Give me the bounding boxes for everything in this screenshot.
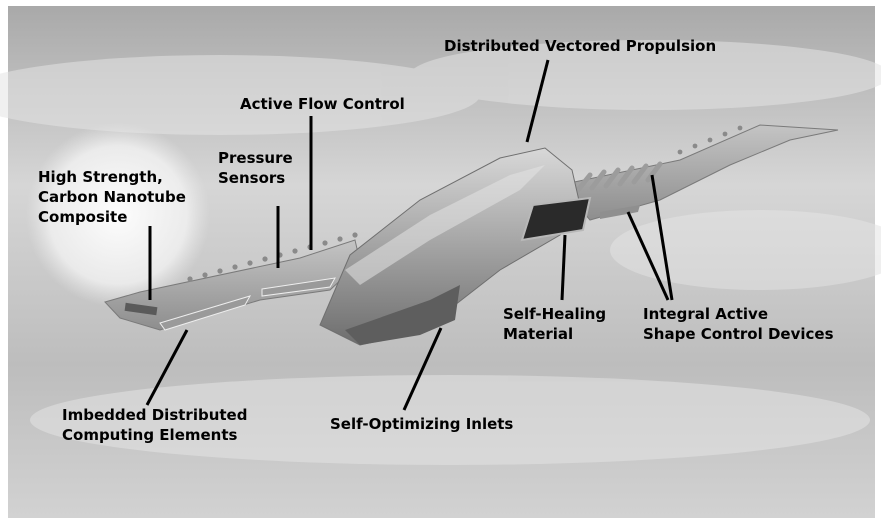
label-high-strength-composite: High Strength, Carbon Nanotube Composite <box>38 167 186 227</box>
label-pressure-sensors: Pressure Sensors <box>218 148 293 188</box>
label-self-healing-material: Self-Healing Material <box>503 304 606 344</box>
label-imbedded-computing: Imbedded Distributed Computing Elements <box>62 405 247 445</box>
label-shape-control-devices: Integral Active Shape Control Devices <box>643 304 834 344</box>
label-distributed-vectored-propulsion: Distributed Vectored Propulsion <box>444 36 716 56</box>
label-self-optimizing-inlets: Self-Optimizing Inlets <box>330 414 513 434</box>
label-active-flow-control: Active Flow Control <box>240 94 405 114</box>
